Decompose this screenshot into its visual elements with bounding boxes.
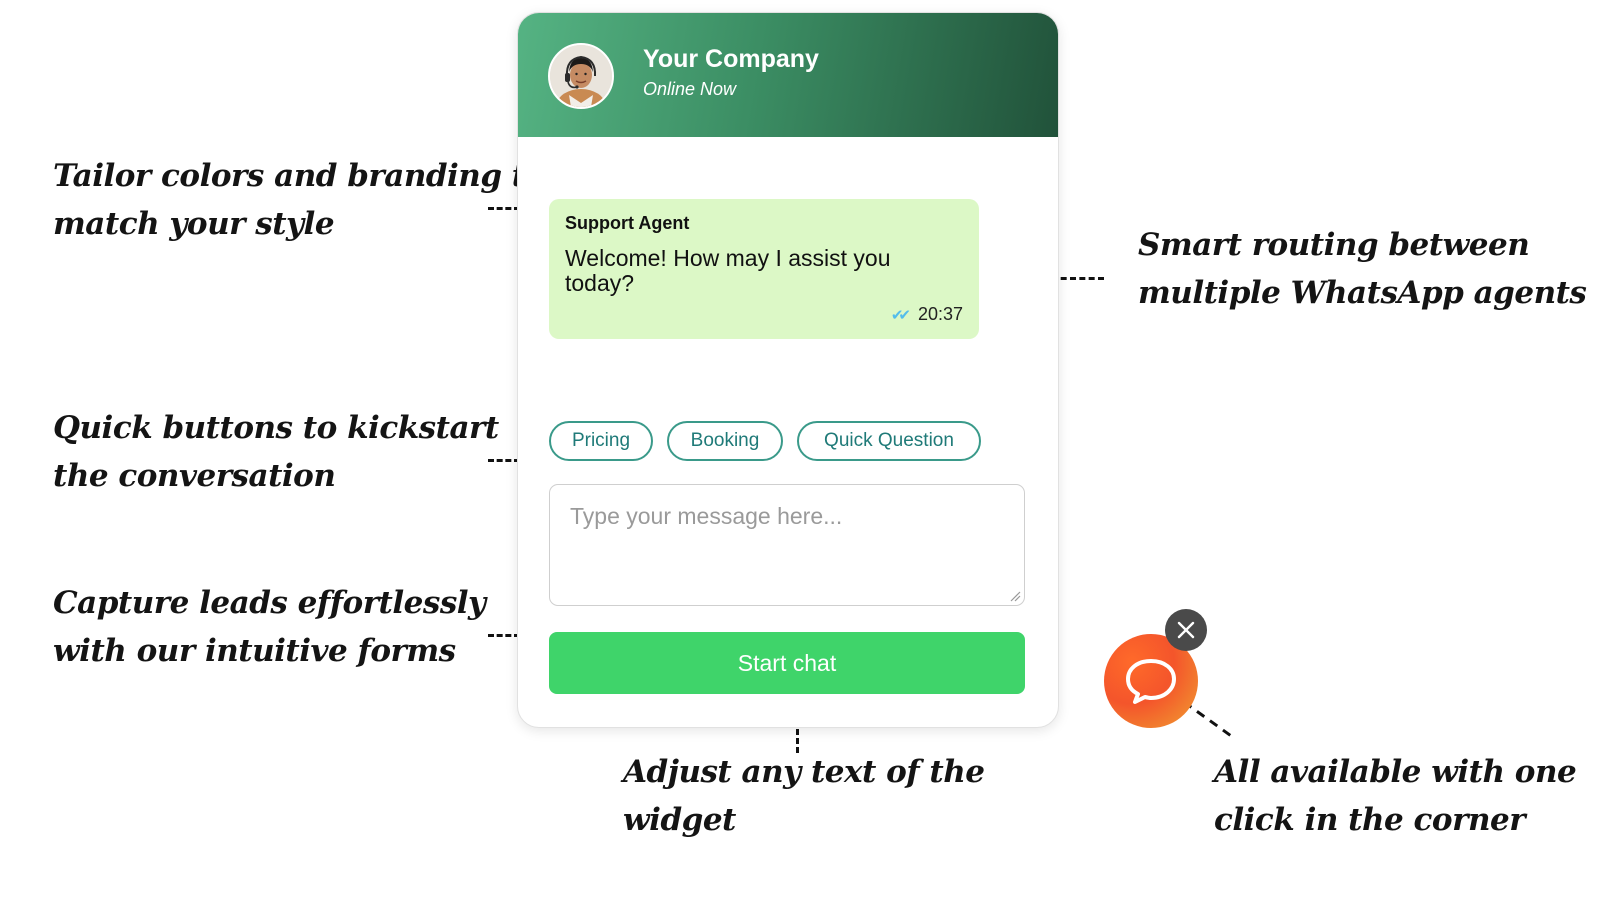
chat-widget: Your Company Online Now Support Agent We… bbox=[517, 12, 1059, 728]
annotation-connector bbox=[1183, 700, 1235, 740]
widget-header: Your Company Online Now bbox=[518, 13, 1058, 137]
double-check-icon: ✔✔ bbox=[890, 306, 911, 324]
annotation-routing: Smart routing between multiple WhatsApp … bbox=[1138, 221, 1587, 317]
message-time: 20:37 bbox=[917, 304, 963, 324]
annotation-branding: Tailor colors and branding to match your… bbox=[53, 152, 546, 248]
quick-buttons: Pricing Booking Quick Question bbox=[549, 421, 981, 461]
message-input[interactable] bbox=[550, 485, 1024, 605]
annotation-line: the conversation bbox=[53, 458, 336, 494]
agent-avatar-icon bbox=[550, 45, 612, 107]
annotation-line: Tailor colors and branding to bbox=[53, 158, 546, 194]
start-chat-button[interactable]: Start chat bbox=[549, 632, 1025, 694]
annotation-line: Adjust any text of the bbox=[623, 754, 985, 790]
annotation-line: match your style bbox=[53, 206, 335, 242]
annotation-line: with our intuitive forms bbox=[53, 633, 456, 669]
quick-button-quick-question[interactable]: Quick Question bbox=[797, 421, 981, 461]
annotation-line: Smart routing between bbox=[1138, 227, 1530, 263]
annotation-line: widget bbox=[623, 802, 736, 838]
annotation-line: Quick buttons to kickstart bbox=[53, 410, 499, 446]
company-name: Your Company bbox=[643, 45, 819, 73]
annotation-quick-buttons: Quick buttons to kickstart the conversat… bbox=[53, 404, 499, 500]
chat-bubble-icon bbox=[1126, 659, 1176, 704]
message-meta: ✔✔ 20:37 bbox=[891, 304, 963, 325]
quick-button-booking[interactable]: Booking bbox=[667, 421, 783, 461]
annotation-text: Adjust any text of the widget bbox=[623, 748, 985, 844]
annotation-corner: All available with one click in the corn… bbox=[1214, 748, 1577, 844]
avatar bbox=[548, 43, 614, 109]
annotation-leads: Capture leads effortlessly with our intu… bbox=[53, 579, 486, 675]
resize-handle-icon[interactable] bbox=[1009, 590, 1021, 602]
annotation-line: multiple WhatsApp agents bbox=[1138, 275, 1587, 311]
quick-button-pricing[interactable]: Pricing bbox=[549, 421, 653, 461]
message-text: Welcome! How may I assist you today? bbox=[565, 245, 891, 296]
agent-name: Support Agent bbox=[565, 213, 690, 233]
annotation-connector bbox=[1042, 277, 1104, 280]
annotation-line: click in the corner bbox=[1214, 802, 1526, 838]
message-bubble: Support Agent Welcome! How may I assist … bbox=[549, 199, 979, 339]
annotation-line: Capture leads effortlessly bbox=[53, 585, 486, 621]
close-button[interactable] bbox=[1165, 609, 1207, 651]
annotation-line: All available with one bbox=[1214, 754, 1577, 790]
online-status: Online Now bbox=[643, 79, 737, 99]
message-input-container bbox=[549, 484, 1025, 606]
close-icon bbox=[1177, 621, 1195, 639]
